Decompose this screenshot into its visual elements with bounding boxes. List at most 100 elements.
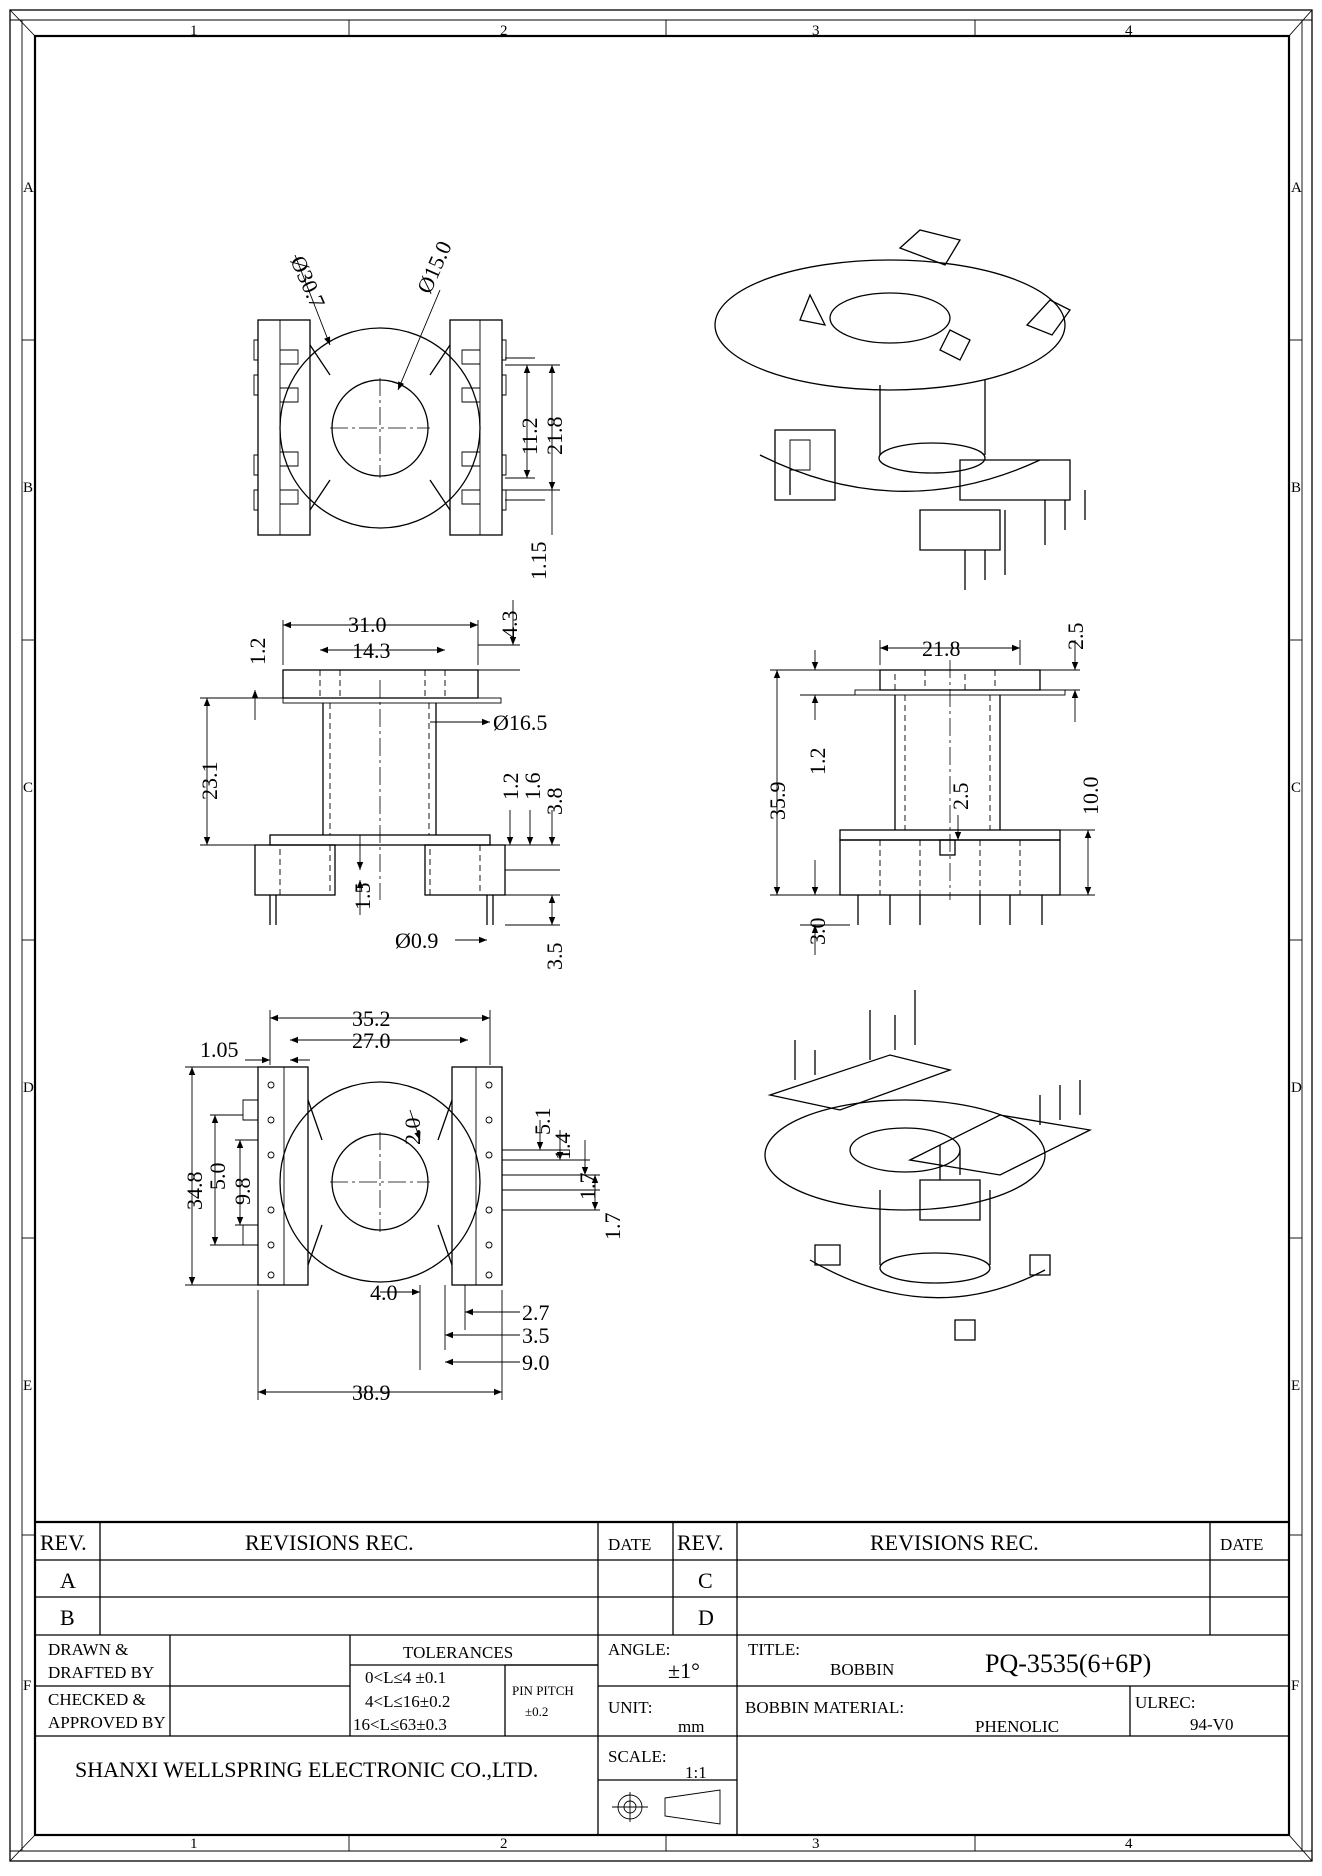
ulrec-label: ULREC: — [1135, 1693, 1195, 1712]
col-label-2-bottom: 2 — [500, 1836, 508, 1852]
dim-front-1-2: 1.2 — [245, 638, 270, 666]
front-view: 31.0 14.3 4.3 1.2 Ø16.5 23.1 1.2 1.6 3.8… — [197, 600, 567, 970]
top-view: Ø30.7 Ø15.0 11.2 21.8 1.15 — [253, 237, 567, 581]
title-value: PQ-3535(6+6P) — [985, 1649, 1151, 1678]
checked-label-2: APPROVED BY — [48, 1713, 166, 1732]
dim-bottom-5-1: 5.1 — [530, 1108, 555, 1136]
pin-pitch-label: PIN PITCH — [512, 1683, 574, 1698]
row-label-c: C — [23, 780, 33, 796]
title-part: BOBBIN — [830, 1660, 894, 1679]
row-label-d: D — [23, 1080, 34, 1096]
col-label-1: 1 — [190, 23, 198, 39]
rev-c: C — [698, 1568, 713, 1593]
dim-front-dia-16-5: Ø16.5 — [493, 710, 547, 735]
dim-bottom-34-8: 34.8 — [182, 1172, 207, 1211]
dim-bottom-5-0: 5.0 — [205, 1163, 230, 1191]
angle-label: ANGLE: — [608, 1640, 670, 1659]
dim-front-3-8: 3.8 — [542, 788, 567, 816]
rev-b: B — [60, 1605, 75, 1630]
dim-top-11-2: 11.2 — [517, 417, 542, 455]
revisions-header-left: REVISIONS REC. — [245, 1530, 414, 1555]
dim-bottom-2-7: 2.7 — [522, 1300, 550, 1325]
rev-d: D — [698, 1605, 714, 1630]
revisions-header-right: REVISIONS REC. — [870, 1530, 1039, 1555]
date-header-left: DATE — [608, 1535, 651, 1554]
title-block: REV. REVISIONS REC. DATE REV. REVISIONS … — [35, 1520, 1289, 1835]
dim-side-1-2: 1.2 — [805, 748, 830, 776]
dim-side-2-5: 2.5 — [1063, 623, 1088, 651]
row-label-b-right: B — [1291, 480, 1301, 496]
dim-front-23-1: 23.1 — [197, 762, 222, 801]
row-label-e-right: E — [1291, 1378, 1300, 1394]
dim-bottom-2-0: 2.0 — [400, 1118, 425, 1146]
dim-bottom-1-7-b: 1.7 — [600, 1213, 625, 1241]
row-label-a-right: A — [1291, 180, 1302, 196]
dim-bottom-35-2: 35.2 — [352, 1006, 391, 1031]
rev-header-right: REV. — [677, 1530, 724, 1555]
pin-pitch-value: ±0.2 — [525, 1704, 548, 1719]
row-label-d-right: D — [1291, 1080, 1302, 1096]
drawn-label-2: DRAFTED BY — [48, 1663, 154, 1682]
unit-value: mm — [678, 1717, 704, 1736]
dim-bottom-38-9: 38.9 — [352, 1380, 391, 1405]
tolerance-1: 0<L≤4 ±0.1 — [365, 1668, 446, 1687]
checked-label-1: CHECKED & — [48, 1690, 146, 1709]
dim-front-dia-0-9: Ø0.9 — [395, 928, 438, 953]
dim-bottom-1-4: 1.4 — [550, 1133, 575, 1161]
ulrec-value: 94-V0 — [1190, 1715, 1233, 1734]
dim-front-31-0: 31.0 — [348, 612, 387, 637]
tolerance-2: 4<L≤16±0.2 — [365, 1692, 450, 1711]
scale-value: 1:1 — [685, 1763, 707, 1782]
dim-bottom-9-8: 9.8 — [230, 1178, 255, 1206]
dim-front-3-5: 3.5 — [542, 943, 567, 971]
dim-front-1-5: 1.5 — [350, 883, 375, 911]
dim-side-35-9: 35.9 — [765, 782, 790, 821]
row-label-f-right: F — [1291, 1678, 1299, 1694]
iso-view-top — [714, 229, 1086, 590]
col-label-3: 3 — [812, 23, 820, 39]
row-label-e: E — [23, 1378, 32, 1394]
dim-bottom-3-5: 3.5 — [522, 1323, 550, 1348]
dim-bottom-1-05: 1.05 — [200, 1037, 239, 1062]
row-label-b: B — [23, 480, 33, 496]
iso-view-bottom — [764, 990, 1093, 1341]
bottom-view: 35.2 27.0 1.05 34.8 5.0 9.8 2.0 5.1 1.4 … — [182, 1006, 625, 1405]
row-label-c-right: C — [1291, 780, 1301, 796]
tolerance-3: 16<L≤63±0.3 — [353, 1715, 447, 1734]
dim-front-1-2-b: 1.2 — [498, 773, 523, 801]
sheet-border: 1 2 3 4 1 2 3 4 A B C D E F A B C D E F — [9, 9, 1313, 1862]
dim-front-14-3: 14.3 — [352, 638, 391, 663]
drawn-label-1: DRAWN & — [48, 1640, 128, 1659]
material-value: PHENOLIC — [975, 1717, 1059, 1736]
unit-label: UNIT: — [608, 1698, 652, 1717]
angle-value: ±1° — [668, 1658, 700, 1683]
dim-front-4-3: 4.3 — [497, 611, 522, 639]
col-label-1-bottom: 1 — [190, 1836, 198, 1852]
dim-side-21-8: 21.8 — [922, 636, 961, 661]
row-label-a: A — [23, 180, 34, 196]
dim-top-dia-outer: Ø30.7 — [285, 252, 330, 312]
dim-top-dia-inner: Ø15.0 — [412, 237, 457, 297]
tolerances-label: TOLERANCES — [403, 1643, 513, 1662]
dim-top-1-15: 1.15 — [526, 542, 551, 581]
rev-header-left: REV. — [40, 1530, 87, 1555]
date-header-right: DATE — [1220, 1535, 1263, 1554]
rev-a: A — [60, 1568, 76, 1593]
dim-bottom-27-0: 27.0 — [352, 1028, 391, 1053]
col-label-3-bottom: 3 — [812, 1836, 820, 1852]
dim-bottom-4-0: 4.0 — [370, 1280, 398, 1305]
dim-front-1-6: 1.6 — [520, 773, 545, 801]
col-label-4-bottom: 4 — [1125, 1836, 1133, 1852]
company-name: SHANXI WELLSPRING ELECTRONIC CO.,LTD. — [75, 1757, 538, 1782]
dim-side-10-0: 10.0 — [1078, 777, 1103, 816]
dim-bottom-9-0: 9.0 — [522, 1350, 550, 1375]
side-view: 21.8 2.5 1.2 35.9 2.5 10.0 3.0 — [765, 623, 1103, 955]
dim-top-21-8: 21.8 — [542, 417, 567, 456]
col-label-2: 2 — [500, 23, 508, 39]
dim-side-3-0: 3.0 — [805, 918, 830, 946]
title-label: TITLE: — [748, 1640, 800, 1659]
dim-side-2-5-b: 2.5 — [948, 783, 973, 811]
projection-symbol-icon — [612, 1789, 721, 1825]
